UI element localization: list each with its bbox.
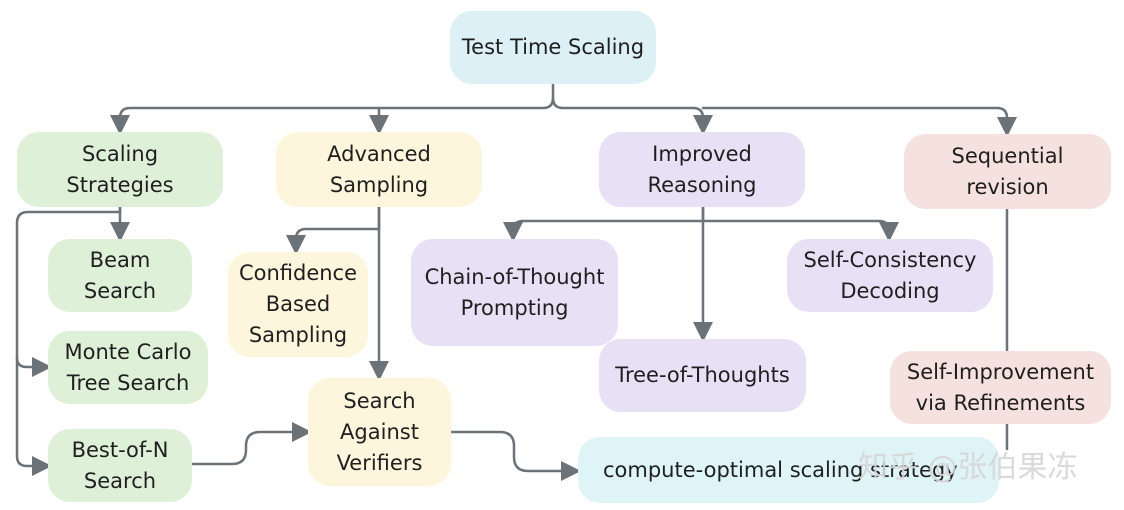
connector-root-trunk [110, 82, 555, 135]
node-search-against-verifiers: Search Against Verifiers [308, 378, 451, 486]
connector-improved-sc [701, 219, 899, 242]
connector-verifiers-compute [449, 430, 581, 481]
connector-root-sequential [701, 106, 1017, 137]
node-test-time-scaling: Test Time Scaling [450, 11, 656, 84]
node-advanced-sampling: Advanced Sampling [276, 132, 482, 207]
watermark: 知乎 @张伯果冻 [858, 450, 1078, 485]
connector-scaling-left [15, 205, 122, 476]
node-compute-optimal: compute-optimal scaling strategy [578, 437, 999, 503]
connector-scaling-mcts [15, 356, 52, 377]
node-beam-search: Beam Search [48, 239, 192, 312]
node-improved-reasoning: Improved Reasoning [599, 132, 805, 207]
connector-improved-cot [503, 205, 705, 242]
connector-root-improved [551, 96, 713, 135]
node-confidence-based-sampling: Confidence Based Sampling [228, 252, 368, 357]
node-tree-of-thoughts: Tree-of-Thoughts [599, 339, 806, 412]
node-self-consistency: Self-Consistency Decoding [787, 239, 993, 312]
node-sequential-revision: Sequential revision [904, 134, 1111, 209]
node-scaling-strategies: Scaling Strategies [17, 132, 223, 207]
node-monte-carlo-tree-search: Monte Carlo Tree Search [48, 331, 208, 404]
connector-advanced-confidence [286, 205, 381, 255]
node-best-of-n-search: Best-of-N Search [48, 429, 192, 502]
connector-bestofn-verifiers [191, 422, 312, 466]
node-chain-of-thought: Chain-of-Thought Prompting [411, 239, 618, 346]
node-self-improvement: Self-Improvement via Refinements [890, 351, 1111, 424]
